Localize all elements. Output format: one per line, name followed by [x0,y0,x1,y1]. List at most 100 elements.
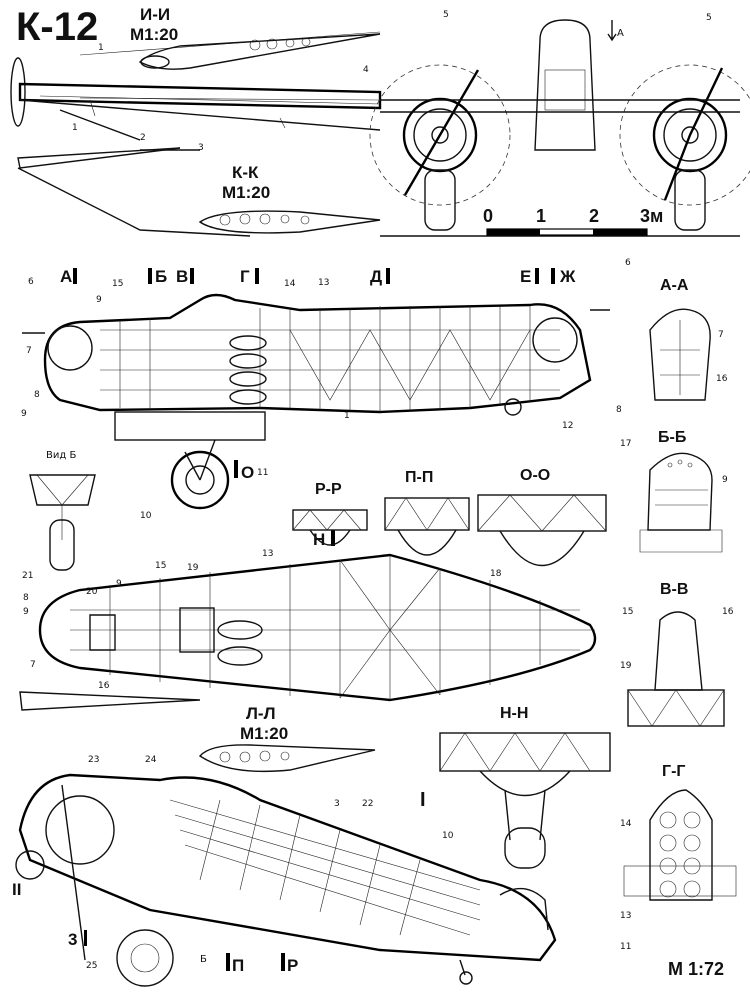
callout-9-side: 9 [21,409,27,419]
station-e: Е [520,267,531,286]
callout-7-side: 7 [26,346,32,356]
callout-25: 25 [86,961,97,971]
callout-13-gg: 13 [620,911,631,921]
callout-11-side: 11 [257,468,268,478]
callout-13-plan: 13 [262,549,273,559]
view-b-name: Вид Б [46,450,76,461]
callout-23: 23 [88,755,99,765]
section-bb: Б-Б [639,429,723,553]
callout-8-side: 8 [34,390,40,400]
section-nn: Н-Н [439,705,611,869]
section-kk-scale: М1:20 [222,183,270,202]
view-a-marker: А [617,28,624,39]
callout-11-gg: 11 [620,942,631,952]
section-kk-airfoil: К-К М1:20 [17,147,381,237]
view-o-marker: О [241,463,254,482]
callout-3-top: 3 [198,143,204,153]
station-v: В [176,267,188,286]
section-ll-airfoil: Л-Л М1:20 [19,691,376,773]
section-aa: А-А [649,277,711,401]
side-view-fuselage [22,293,610,510]
view-3-marker: 3 [68,930,77,949]
callout-15-plan: 15 [155,561,166,571]
section-oo-name: О-О [520,467,550,484]
callout-9-plan-right: 9 [116,579,122,589]
callout-18: 18 [490,569,502,579]
wing-plan-view [10,31,382,151]
callout-1-wing: 1 [72,123,78,133]
station-b: Б [155,267,167,286]
callout-10-nn: 10 [442,831,454,841]
callout-9-seat: 9 [96,295,102,305]
section-ll-scale: М1:20 [240,724,288,743]
section-rr: Р-Р [292,481,368,546]
front-view: А [369,19,750,237]
callout-10-side: 10 [140,511,152,521]
section-aa-name: А-А [660,277,689,294]
section-pp: П-П [384,469,470,556]
callout-2: 2 [140,133,146,143]
callout-14-gg: 14 [620,819,632,829]
section-ll-name: Л-Л [246,704,276,723]
callout-6-left: 6 [28,277,34,287]
callout-16-aa: 16 [716,374,728,384]
scale-tick-3: 3м [640,206,663,226]
section-oo: О-О [477,467,607,567]
callout-7-plan: 7 [30,660,36,670]
callout-numbers: 1 1 2 3 4 5 5 6 6 7 7 7 8 8 8 9 9 9 9 9 … [21,10,734,971]
plan-view-fuselage [38,553,597,702]
callout-19-vv: 19 [620,661,632,671]
callout-7-aa: 7 [718,330,724,340]
section-vv-name: В-В [660,581,688,598]
callout-5-right: 5 [706,13,712,23]
section-ii-airfoil: И-И М1:20 [130,5,381,70]
view-p-marker: П [232,956,244,975]
callout-20: 20 [86,587,98,597]
section-vv: В-В [627,581,725,727]
callout-19-plan: 19 [187,563,199,573]
callout-6-right: 6 [625,258,631,268]
callout-16-plan: 16 [98,681,110,691]
callout-9-bb: 9 [722,475,728,485]
section-kk-name: К-К [232,163,259,182]
roman-ii-marker: II [12,880,21,899]
station-d: Д [370,267,382,286]
section-bb-name: Б-Б [658,429,686,446]
callout-22: 22 [362,799,373,809]
callout-17: 17 [620,439,631,449]
callout-4: 4 [363,65,369,75]
callout-9-plan-left: 9 [23,607,29,617]
callout-12: 12 [562,421,573,431]
callout-3-ll: 3 [334,799,340,809]
station-a: А [60,267,72,286]
section-gg-name: Г-Г [662,763,685,780]
callout-16-vv: 16 [722,607,734,617]
station-markers: А Б В Г Д Е Ж О Н [60,267,576,549]
callout-1-top: 1 [98,43,104,53]
callout-5-left: 5 [443,10,449,20]
section-pp-name: П-П [405,469,433,486]
scale-tick-0: 0 [483,206,493,226]
station-g: Г [240,267,250,286]
scale-bar: 0 1 2 3м [483,206,663,236]
callout-1-side: 1 [344,411,350,421]
section-ii-scale: М1:20 [130,25,178,44]
callout-8-aa: 8 [616,405,622,415]
section-nn-name: Н-Н [500,705,528,722]
station-zh: Ж [559,267,576,286]
callout-14-side: 14 [284,279,296,289]
callout-24: 24 [145,755,157,765]
section-gg: Г-Г [623,763,737,901]
view-b-gear: Вид Б [29,450,96,571]
callout-8-plan: 8 [23,593,29,603]
roman-i-marker: I [420,789,426,811]
callout-13-side: 13 [318,278,329,288]
perspective-cutaway [15,773,557,987]
section-ii-name: И-И [140,5,170,24]
main-scale-label: М 1:72 [668,959,724,979]
callout-15-side: 15 [112,279,123,289]
scale-tick-2: 2 [589,206,599,226]
section-rr-name: Р-Р [315,481,342,498]
scale-tick-1: 1 [536,206,546,226]
